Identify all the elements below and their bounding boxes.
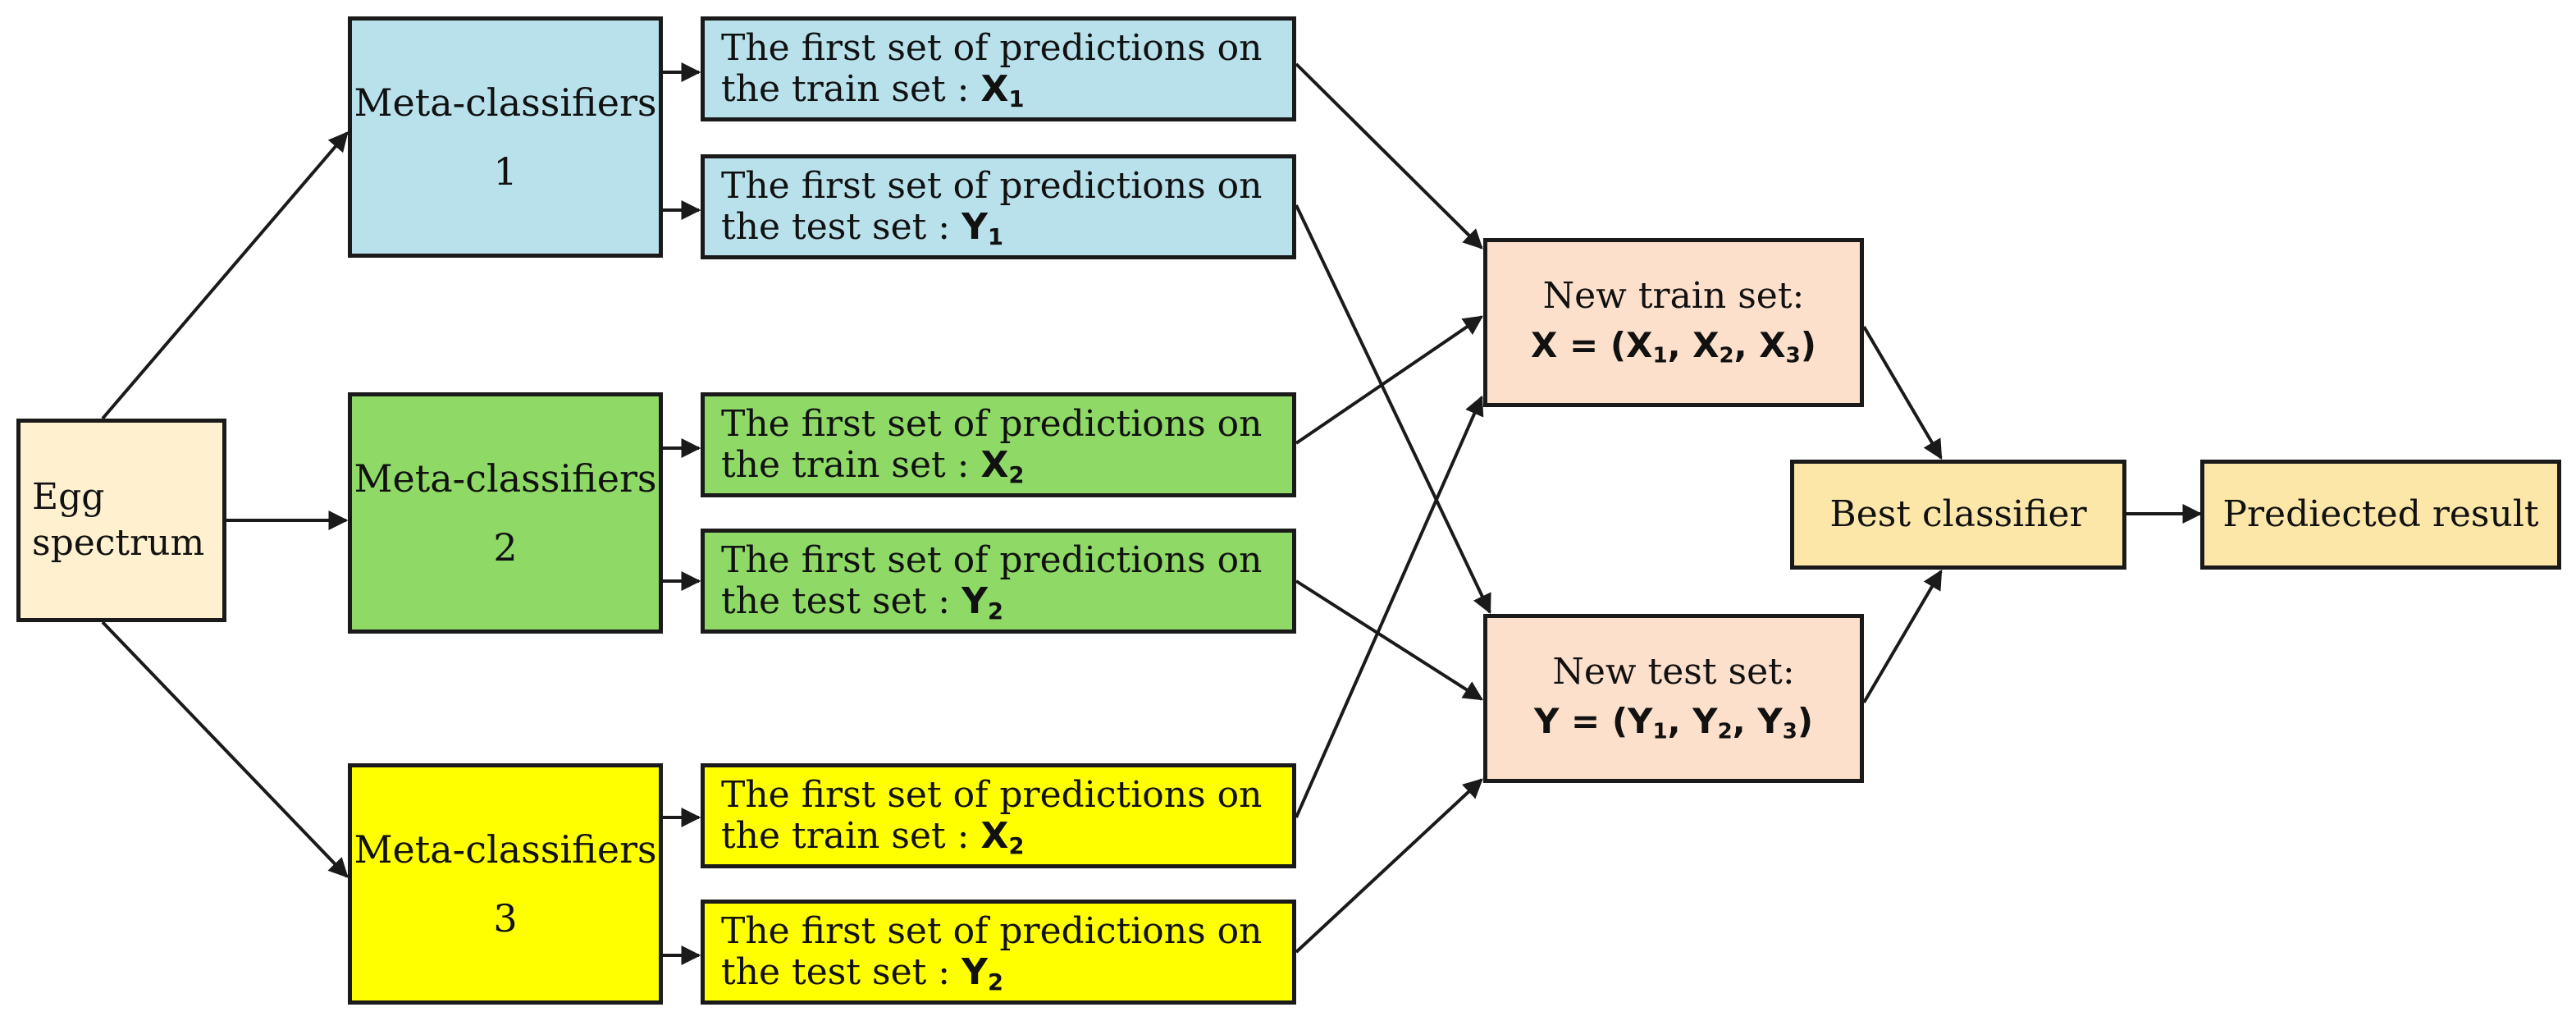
pred-train-set-2-line1: The first set of predictions on — [721, 403, 1263, 445]
new-test-set-label: New test set: — [1552, 651, 1795, 693]
pred-test-set-2-line2: the test set : Y2 — [721, 580, 1003, 625]
meta-classifier-2-box: Meta-classifiers 2 — [348, 392, 663, 634]
meta-classifier-2-label: Meta-classifiers — [354, 456, 657, 501]
meta-classifier-1-label: Meta-classifiers — [354, 80, 657, 125]
edge-pred6-to-test — [1295, 778, 1483, 954]
pred-train-set-3-line2: the train set : X2 — [721, 815, 1025, 859]
meta-classifier-3-box: Meta-classifiers 3 — [348, 763, 663, 1005]
edge-train-to-best — [1862, 325, 1943, 460]
pred-train-set-1-line1: The first set of predictions on — [721, 27, 1263, 69]
pred-test-set-3-line1: The first set of predictions on — [721, 910, 1263, 952]
edge-test-to-best — [1862, 569, 1943, 704]
egg-spectrum-line2: spectrum — [32, 522, 205, 564]
pred-test-set-3-line2: the test set : Y2 — [721, 951, 1003, 996]
new-test-set-box: New test set: Y = (Y1, Y2, Y3) — [1483, 614, 1864, 783]
best-classifier-box: Best classifier — [1790, 460, 2126, 570]
pred-train-set-3-line1: The first set of predictions on — [721, 774, 1263, 816]
pred-train-set-1-box: The first set of predictions on the trai… — [701, 16, 1296, 121]
edge-pred5-to-train — [1295, 395, 1484, 818]
pred-train-set-2-line2: the train set : X2 — [721, 444, 1025, 488]
pred-test-set-2-box: The first set of predictions on the test… — [701, 529, 1296, 634]
edge-egg-to-meta3 — [101, 620, 349, 878]
pred-train-set-2-box: The first set of predictions on the trai… — [701, 392, 1296, 497]
pred-test-set-1-box: The first set of predictions on the test… — [701, 154, 1296, 259]
pred-test-set-1-line2: the test set : Y1 — [721, 206, 1003, 250]
edge-pred4-to-test — [1295, 579, 1484, 701]
new-train-set-label: New train set: — [1542, 275, 1805, 317]
pred-test-set-3-box: The first set of predictions on the test… — [701, 900, 1296, 1005]
predicted-result-label: Prediected result — [2222, 493, 2539, 535]
new-test-set-formula: Y = (Y1, Y2, Y3) — [1533, 701, 1814, 744]
meta-classifier-3-number: 3 — [493, 896, 518, 941]
pred-test-set-1-line1: The first set of predictions on — [721, 165, 1263, 207]
meta-classifier-1-box: Meta-classifiers 1 — [348, 16, 663, 258]
edge-egg-to-meta1 — [101, 131, 349, 420]
new-train-set-box: New train set: X = (X1, X2, X3) — [1483, 238, 1864, 407]
edge-pred2-to-test — [1295, 204, 1491, 615]
meta-classifier-1-number: 1 — [493, 149, 518, 194]
edge-pred1-to-train — [1295, 62, 1483, 250]
pred-test-set-2-line1: The first set of predictions on — [721, 539, 1263, 581]
pred-train-set-1-line2: the train set : X1 — [721, 68, 1025, 112]
meta-classifier-2-number: 2 — [493, 525, 518, 570]
meta-classifier-3-label: Meta-classifiers — [354, 827, 657, 872]
edge-pred3-to-train — [1295, 315, 1483, 445]
new-train-set-formula: X = (X1, X2, X3) — [1531, 325, 1816, 369]
pred-train-set-3-box: The first set of predictions on the trai… — [701, 763, 1296, 868]
egg-spectrum-line1: Egg — [32, 476, 105, 518]
predicted-result-box: Prediected result — [2200, 460, 2561, 570]
best-classifier-label: Best classifier — [1829, 493, 2087, 535]
egg-spectrum-box: Egg spectrum — [16, 419, 226, 622]
